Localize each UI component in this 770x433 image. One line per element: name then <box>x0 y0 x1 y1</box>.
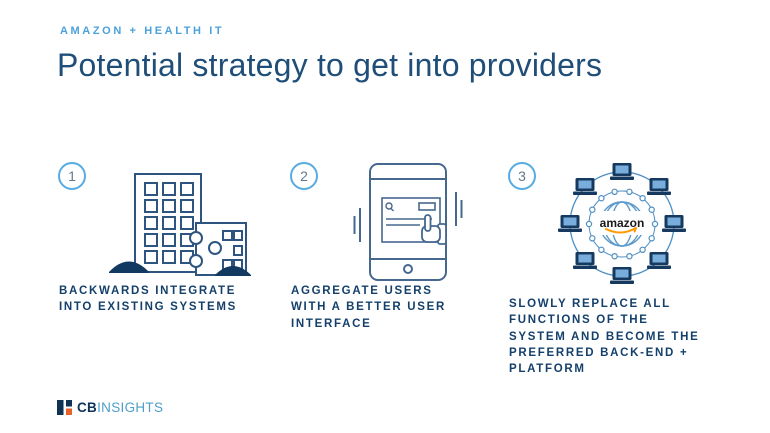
brand-insights: INSIGHTS <box>97 400 164 415</box>
step-number-badge: 2 <box>290 162 318 190</box>
brand-cb: CB <box>77 400 98 415</box>
slide-eyebrow: AMAZON + HEALTH IT <box>60 25 225 37</box>
step-number-badge: 1 <box>58 162 86 190</box>
step-number-badge: 3 <box>508 162 536 190</box>
step-caption: SLOWLY REPLACE ALL FUNCTIONS OF THE SYST… <box>509 298 700 376</box>
tablet-ui-icon <box>332 162 484 289</box>
building-puzzle-icon <box>103 168 255 291</box>
page-title: Potential strategy to get into providers <box>57 47 603 83</box>
step-caption: AGGREGATE USERS WITH A BETTER USER INTER… <box>291 285 446 330</box>
amazon-network-icon: amazon <box>534 160 710 300</box>
laptop-node-icon <box>558 163 686 284</box>
brand-wordmark: CBINSIGHTS <box>77 400 163 415</box>
step-caption: BACKWARDS INTEGRATE INTO EXISTING SYSTEM… <box>59 285 237 314</box>
cbinsights-logo: CBINSIGHTS <box>57 400 163 415</box>
amazon-logo-text: amazon <box>600 216 645 230</box>
cbinsights-logo-mark-icon <box>57 400 72 415</box>
